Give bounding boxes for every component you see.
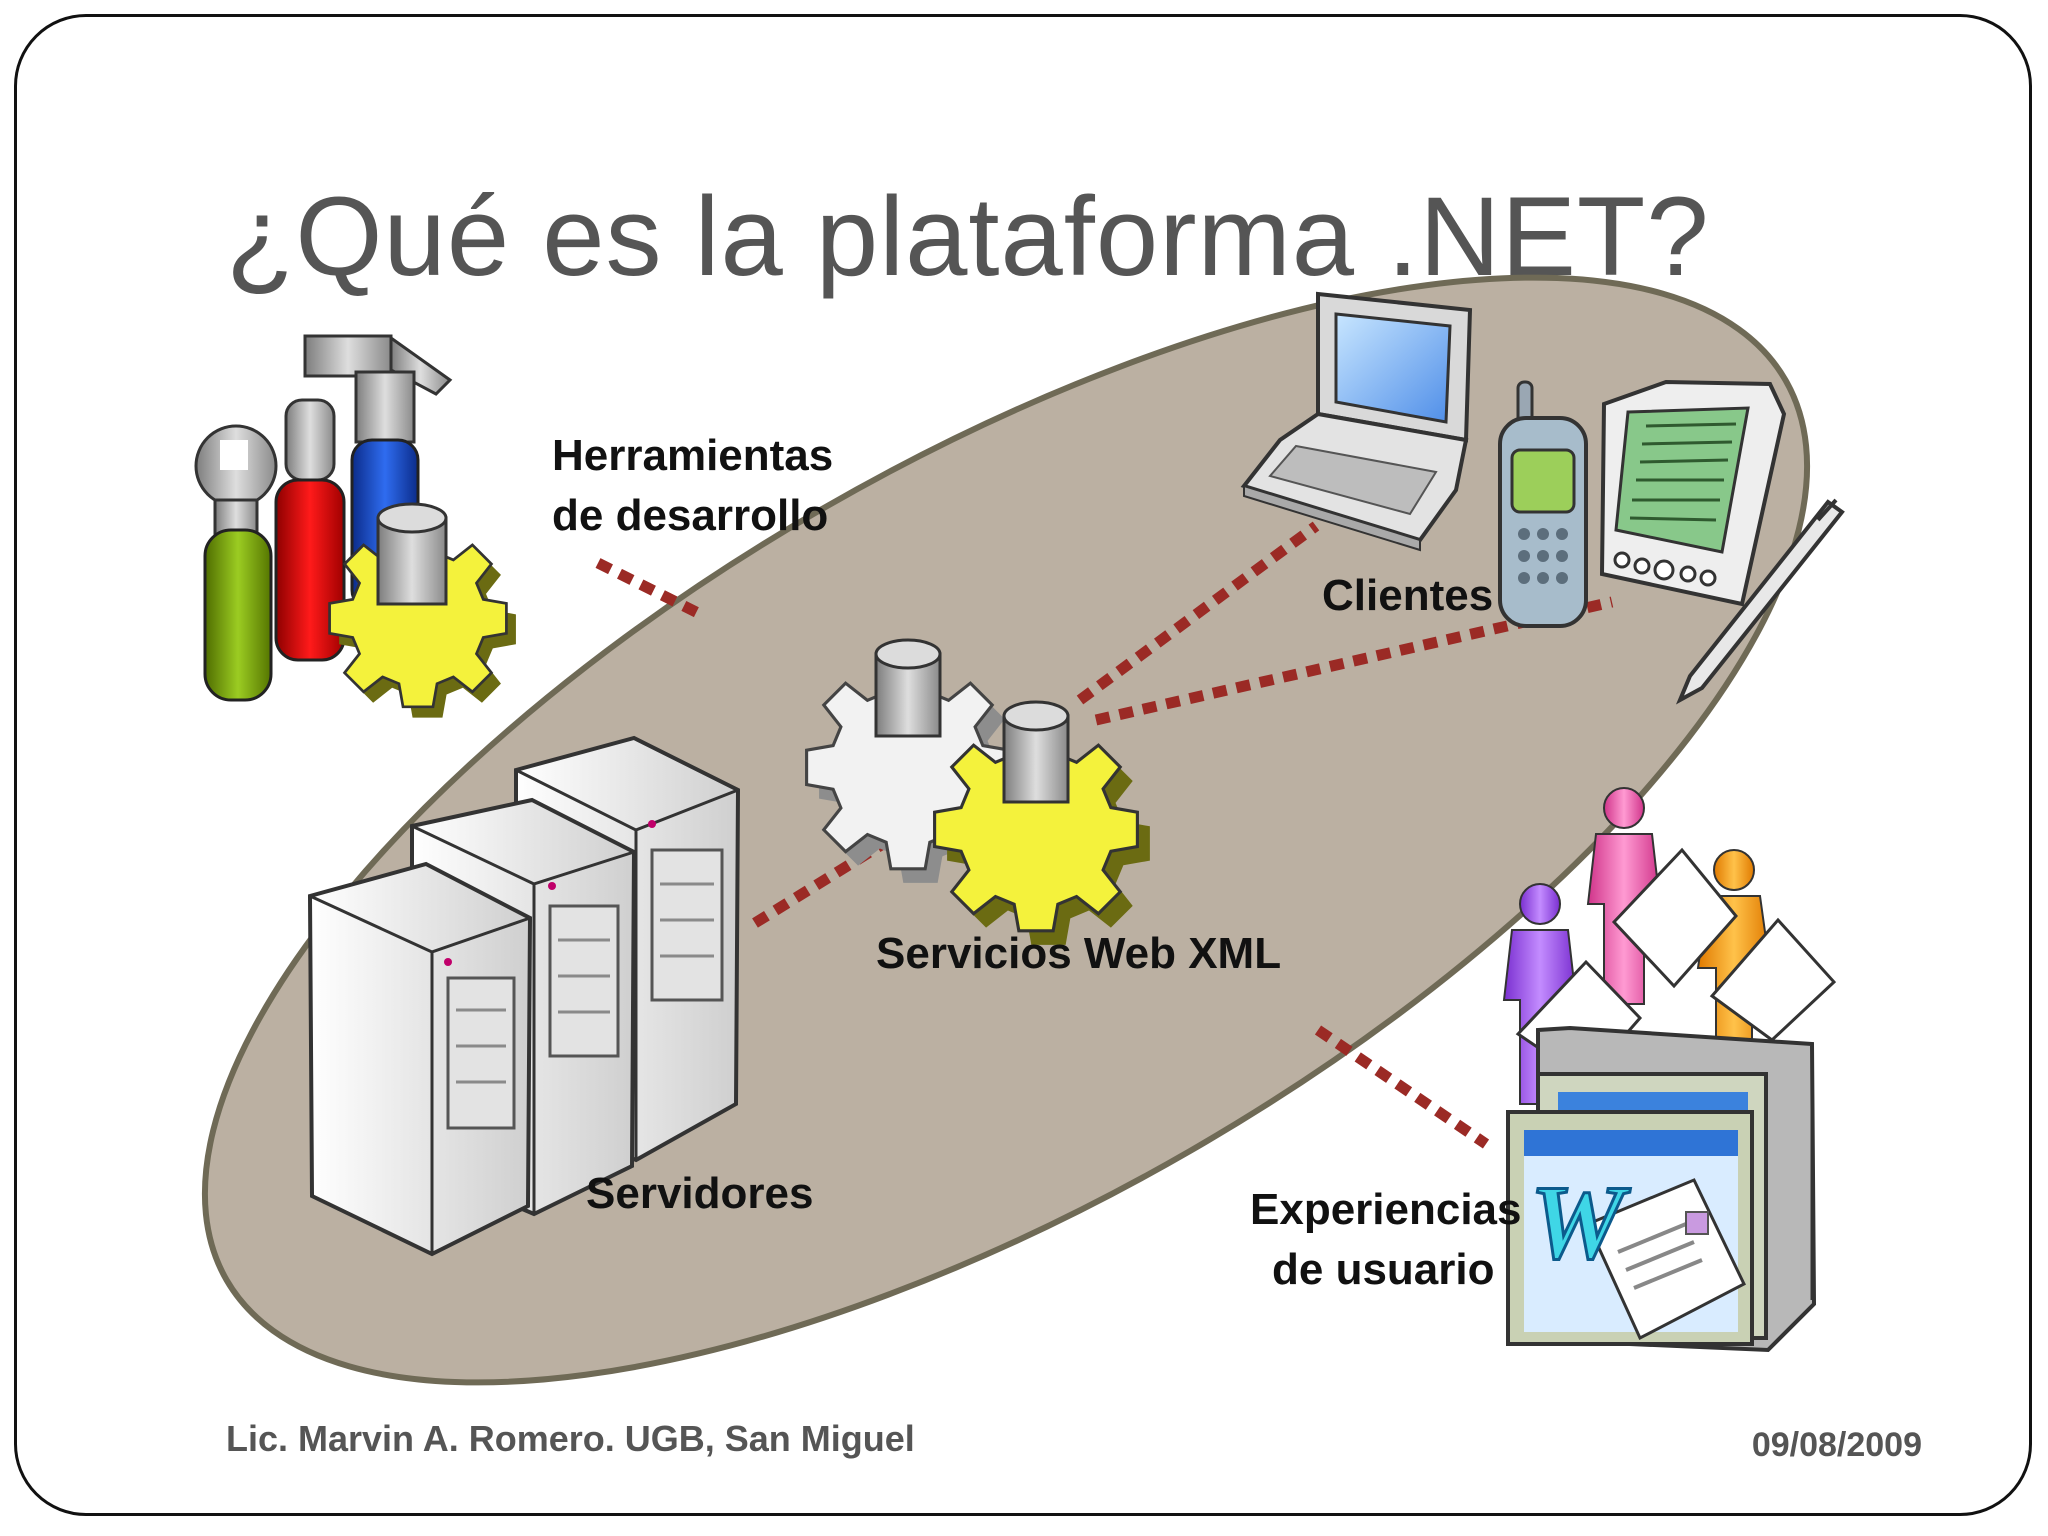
connector-ux (1314, 1025, 1490, 1149)
word-w-glyph: W (1530, 1164, 1631, 1281)
label-clients: Clientes (1322, 571, 1493, 620)
label-servers: Servidores (586, 1169, 813, 1218)
label-ux-line2: de usuario (1272, 1245, 1495, 1294)
footer-author: Lic. Marvin A. Romero. UGB, San Miguel (226, 1418, 915, 1459)
tools-icon (194, 334, 516, 718)
user-experience-window-icon: W (1506, 1025, 1817, 1353)
label-web-services: Servicios Web XML (876, 929, 1281, 978)
stylus-icon (1675, 498, 1845, 705)
laptop-icon (1240, 291, 1473, 552)
label-ux-line1: Experiencias (1250, 1185, 1522, 1234)
connector-tools (595, 558, 703, 619)
pda-icon (1599, 379, 1787, 607)
connector-laptop (1076, 521, 1320, 705)
web-services-gears-icon (805, 638, 1150, 945)
footer-date: 09/08/2009 (1751, 1426, 1922, 1464)
connector-servers (752, 813, 928, 928)
label-tools-line2: de desarrollo (552, 491, 828, 540)
label-tools-line1: Herramientas (552, 431, 833, 480)
servers-icon (307, 735, 741, 1257)
mobile-phone-icon (1498, 380, 1588, 628)
